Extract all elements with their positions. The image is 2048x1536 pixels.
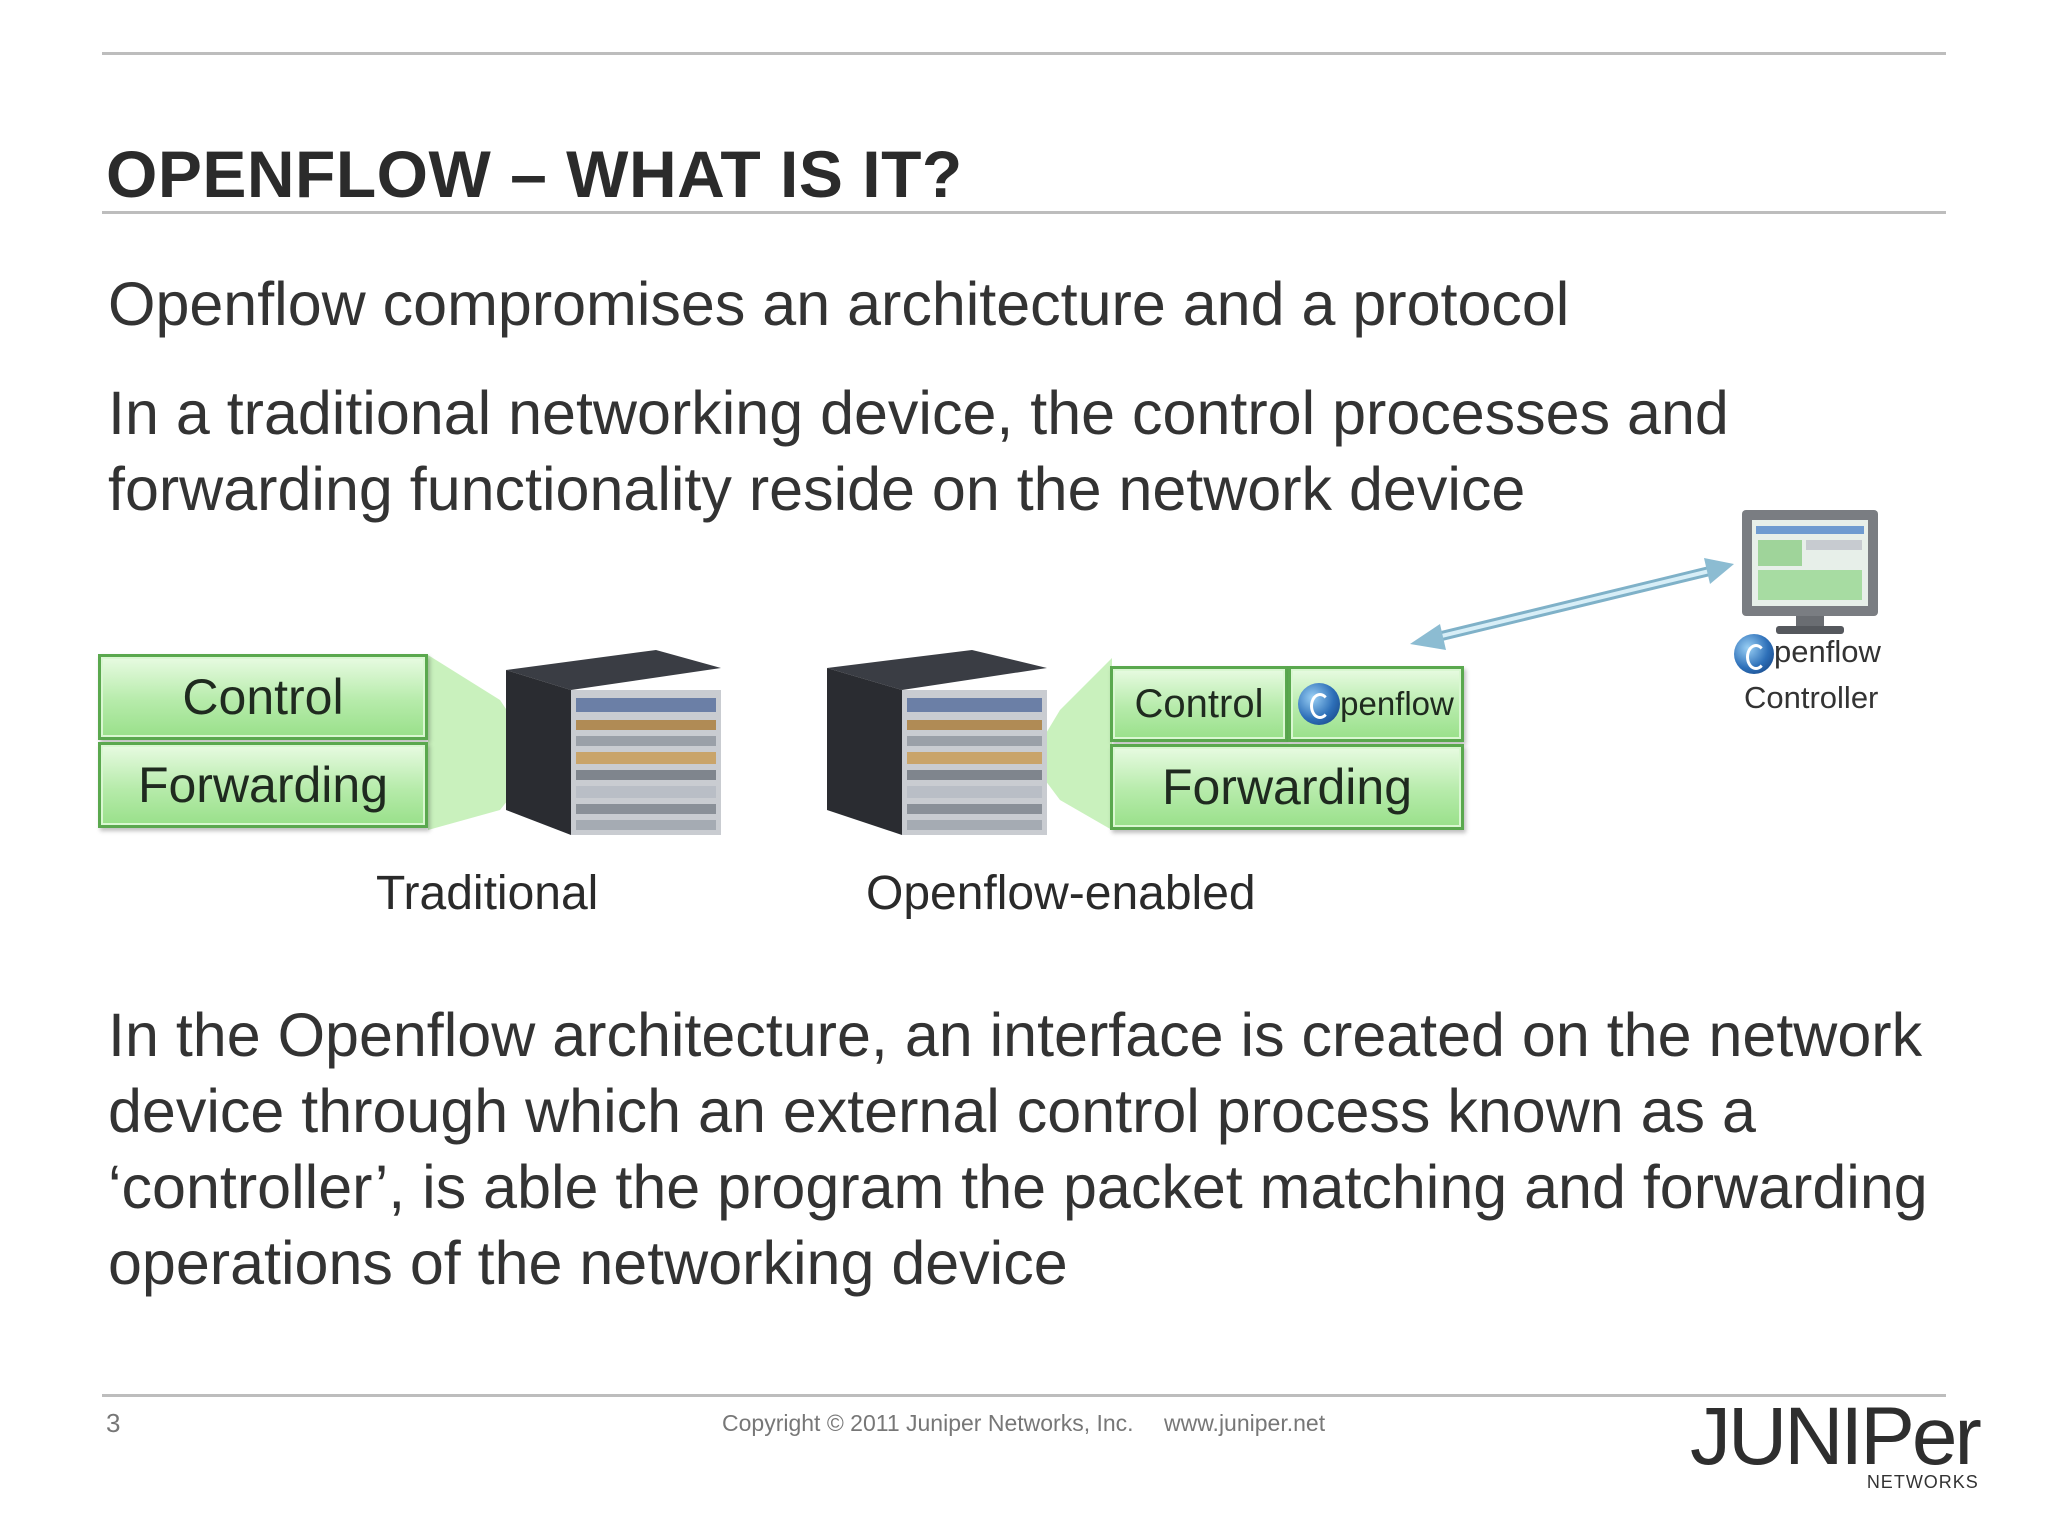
openflow-logo-icon — [1298, 683, 1341, 725]
controller-link-arrow — [1410, 558, 1734, 650]
traditional-forwarding-label: Forwarding — [137, 757, 389, 813]
traditional-forwarding-box: Forwarding — [98, 742, 428, 828]
controller-monitor-icon — [1742, 510, 1878, 634]
juniper-logo-networks: NETWORKS — [1866, 1472, 1979, 1492]
top-rule — [102, 52, 1946, 55]
controller-openflow-label: penflow — [1774, 634, 1881, 670]
controller-openflow-logo-icon — [1734, 634, 1774, 674]
traditional-caption: Traditional — [376, 867, 599, 920]
footer-rule — [102, 1394, 1946, 1397]
traditional-control-label: Control — [182, 669, 344, 725]
paragraph-architecture: Openflow compromises an architecture and… — [108, 270, 1570, 338]
openflow-forwarding-label: Forwarding — [1161, 759, 1413, 815]
juniper-logo-word: JUNIPer — [1690, 1391, 1982, 1482]
paragraph-traditional: In a traditional networking device, the … — [108, 379, 1729, 523]
openflow-zoom-cone — [1030, 658, 1112, 830]
controller-caption: Controller — [1744, 680, 1879, 715]
controller-openflow-label-row: penflow — [1734, 634, 1881, 674]
paragraph-openflow-architecture: In the Openflow architecture, an interfa… — [108, 1001, 1928, 1297]
openflow-diagram: Control Forwarding Traditional Control — [0, 500, 2048, 940]
traditional-router-image — [506, 650, 721, 835]
page-number: 3 — [106, 1408, 121, 1438]
openflow-router-image — [827, 650, 1047, 835]
slide-title: OPENFLOW – WHAT IS IT? — [106, 137, 963, 211]
traditional-control-box: Control — [98, 654, 428, 740]
openflow-control-box: Control — [1110, 666, 1288, 742]
zoom-cones — [428, 558, 1734, 830]
title-rule — [102, 211, 1946, 214]
openflow-agent-box: penflow — [1288, 666, 1464, 742]
openflow-agent-label: penflow — [1340, 685, 1454, 722]
openflow-forwarding-box: Forwarding — [1110, 744, 1464, 830]
juniper-logo: JUNIPer NETWORKS — [1690, 1391, 1982, 1493]
openflow-control-label: Control — [1134, 681, 1264, 726]
copyright-text: Copyright © 2011 Juniper Networks, Inc. — [722, 1410, 1134, 1436]
openflow-enabled-caption: Openflow-enabled — [866, 867, 1256, 920]
footer-url: www.juniper.net — [1164, 1410, 1326, 1436]
